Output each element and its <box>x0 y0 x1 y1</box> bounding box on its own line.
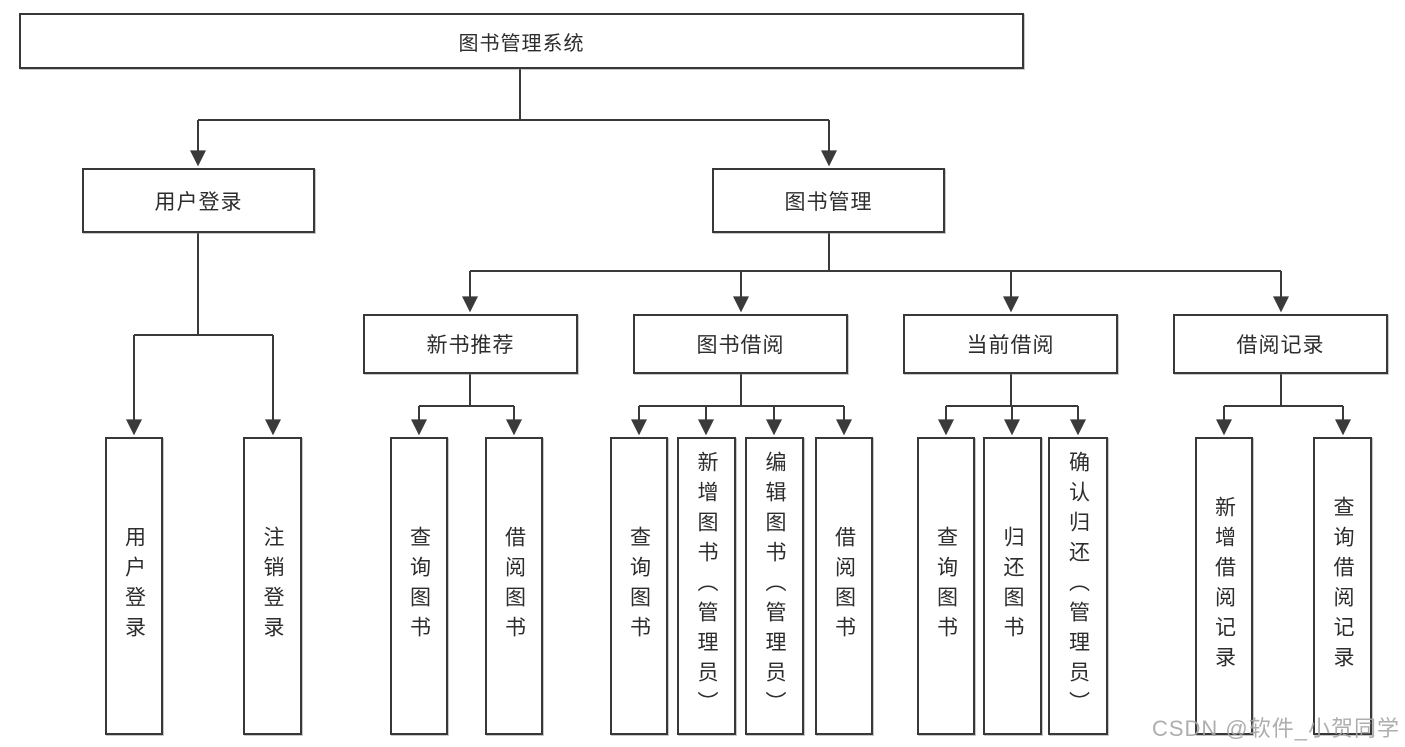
node-label: 图书管理 <box>784 190 873 214</box>
node-label: 用户登录 <box>154 190 243 214</box>
leaf-borrow-books: 借阅图书 <box>815 437 873 735</box>
leaf-edit-books-admin: 编辑图书（管理员） <box>745 437 804 735</box>
node-borrowing-records: 借阅记录 <box>1173 314 1388 374</box>
node-label: 新增图书（管理员） <box>695 451 718 721</box>
node-label: 图书借阅 <box>696 334 785 357</box>
node-label: 查询借阅记录 <box>1331 496 1354 676</box>
leaf-borrow-books-recommend: 借阅图书 <box>485 437 543 735</box>
leaf-query-books-recommend: 查询图书 <box>390 437 448 735</box>
node-book-borrowing: 图书借阅 <box>633 314 848 374</box>
node-label: 借阅图书 <box>832 526 856 646</box>
node-label: 编辑图书（管理员） <box>763 451 786 721</box>
leaf-return-books: 归还图书 <box>983 437 1042 735</box>
node-label: 借阅图书 <box>502 526 526 646</box>
leaf-logout: 注销登录 <box>243 437 302 735</box>
leaf-user-login: 用户登录 <box>105 437 163 735</box>
leaf-add-borrow-record: 新增借阅记录 <box>1195 437 1253 735</box>
leaf-query-borrow-record: 查询借阅记录 <box>1313 437 1372 735</box>
leaf-add-books-admin: 新增图书（管理员） <box>677 437 736 735</box>
leaf-query-books-current: 查询图书 <box>917 437 975 735</box>
node-current-borrowing: 当前借阅 <box>903 314 1118 374</box>
leaf-confirm-return-admin: 确认归还（管理员） <box>1048 437 1108 735</box>
node-label: 借阅记录 <box>1236 334 1325 357</box>
node-label: 用户登录 <box>122 526 146 646</box>
node-label: 查询图书 <box>407 526 431 646</box>
node-label: 新书推荐 <box>426 334 515 357</box>
leaf-query-books-borrow: 查询图书 <box>610 437 668 735</box>
node-label: 查询图书 <box>627 526 651 646</box>
node-label: 确认归还（管理员） <box>1066 451 1090 721</box>
csdn-watermark: CSDN @软件_小贺同学 <box>1151 716 1400 741</box>
node-label: 新增借阅记录 <box>1212 496 1236 676</box>
node-label: 图书管理系统 <box>458 32 585 55</box>
node-label: 当前借阅 <box>966 334 1055 357</box>
node-label: 归还图书 <box>1001 526 1024 646</box>
node-label: 查询图书 <box>934 526 958 646</box>
node-book-management: 图书管理 <box>712 168 945 233</box>
node-label: 注销登录 <box>261 526 284 646</box>
node-library-system: 图书管理系统 <box>19 13 1024 69</box>
node-user-login: 用户登录 <box>82 168 315 233</box>
node-new-book-recommendation: 新书推荐 <box>363 314 578 374</box>
